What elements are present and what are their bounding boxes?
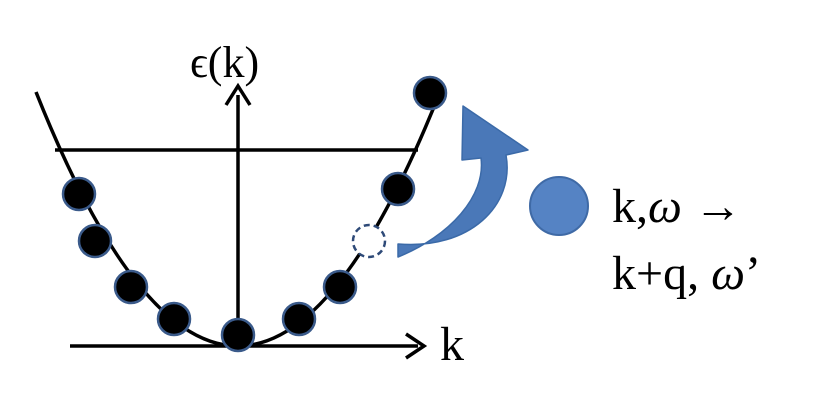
final-omega: ω [711,247,745,300]
occupied-states [61,171,416,353]
electron-dot [281,301,317,337]
momentum-axis-arrowhead [405,332,428,360]
final-kq: k+q, [612,247,711,300]
electron-dot [322,269,358,305]
momentum-axis-label: k [440,318,464,371]
electron-dot [156,301,192,337]
electron-dot [61,176,97,212]
transition-arrow: → [682,180,742,233]
electron-dot [380,171,416,207]
electron-dot [77,223,113,259]
initial-omega: ω [648,180,682,233]
scattering-particle [529,176,589,236]
transition-label-final: k+q, ω’ [612,247,761,300]
energy-axis-label: ϵ(k) [190,38,259,87]
energy-axis-arrowhead [224,82,252,106]
initial-k: k, [612,180,648,233]
transition-label-initial: k,ω → [612,180,742,233]
hole-state [351,223,387,259]
final-prime: ’ [745,247,761,300]
scattering-arrow [397,105,529,258]
electron-dot [113,269,149,305]
excited-electron-dot [412,75,448,111]
electron-dot [220,317,256,353]
